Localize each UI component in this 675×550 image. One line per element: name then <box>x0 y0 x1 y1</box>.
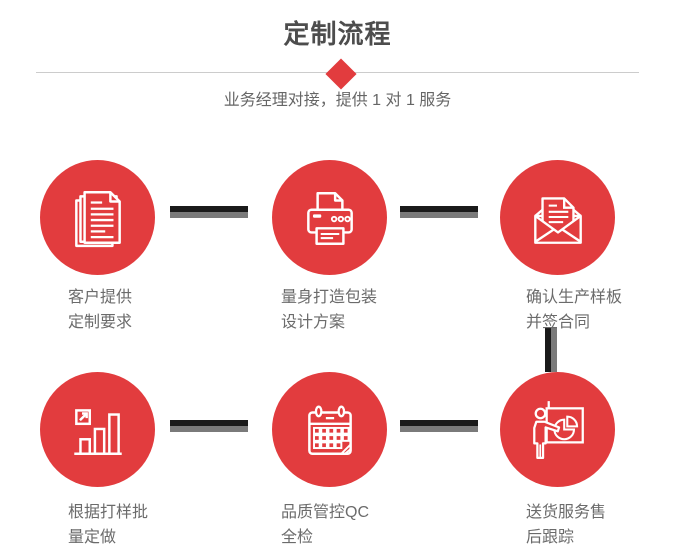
step-circle-2 <box>272 160 387 275</box>
connector-step2-step3 <box>400 206 478 218</box>
step-label-1: 客户提供 定制要求 <box>68 285 132 335</box>
connector-step1-step2 <box>170 206 248 218</box>
step-circle-1 <box>40 160 155 275</box>
step-label-line: 设计方案 <box>281 314 346 331</box>
step-label-4: 根据打样批 量定做 <box>68 500 148 550</box>
printer-icon <box>306 191 353 245</box>
step-circle-4 <box>40 372 155 487</box>
step-label-line: 量定做 <box>68 529 117 546</box>
diamond-accent-icon <box>325 58 357 90</box>
connector-step4-step5 <box>170 420 248 432</box>
section-subtitle: 业务经理对接，提供 1 对 1 服务 <box>223 92 452 109</box>
step-label-line: 后跟踪 <box>526 529 575 546</box>
step-label-3: 确认生产样板 并签合同 <box>526 285 622 335</box>
step-circle-5 <box>272 372 387 487</box>
connector-step5-step6 <box>400 420 478 432</box>
step-label-line: 量身打造包装 <box>281 289 378 306</box>
step-label-6: 送货服务售 后跟踪 <box>526 500 606 550</box>
step-label-line: 并签合同 <box>526 314 591 331</box>
step-label-line: 确认生产样板 <box>526 289 623 306</box>
bar-chart-icon <box>73 408 122 455</box>
calendar-icon <box>307 405 352 455</box>
step-circle-6 <box>500 372 615 487</box>
step-label-line: 定制要求 <box>68 314 133 331</box>
step-label-line: 全检 <box>281 529 314 546</box>
documents-icon <box>74 190 121 247</box>
step-label-line: 根据打样批 <box>68 504 149 521</box>
step-circle-3 <box>500 160 615 275</box>
step-label-line: 客户提供 <box>68 289 133 306</box>
envelope-icon <box>533 196 582 244</box>
connector-step3-step6 <box>545 327 557 372</box>
step-label-2: 量身打造包装 设计方案 <box>281 285 377 335</box>
step-label-line: 送货服务售 <box>526 504 607 521</box>
page-title: 定制流程 <box>283 19 392 49</box>
step-label-5: 品质管控QC 全检 <box>281 500 369 550</box>
step-label-line: 品质管控QC <box>281 504 370 521</box>
presentation-icon <box>532 400 584 459</box>
